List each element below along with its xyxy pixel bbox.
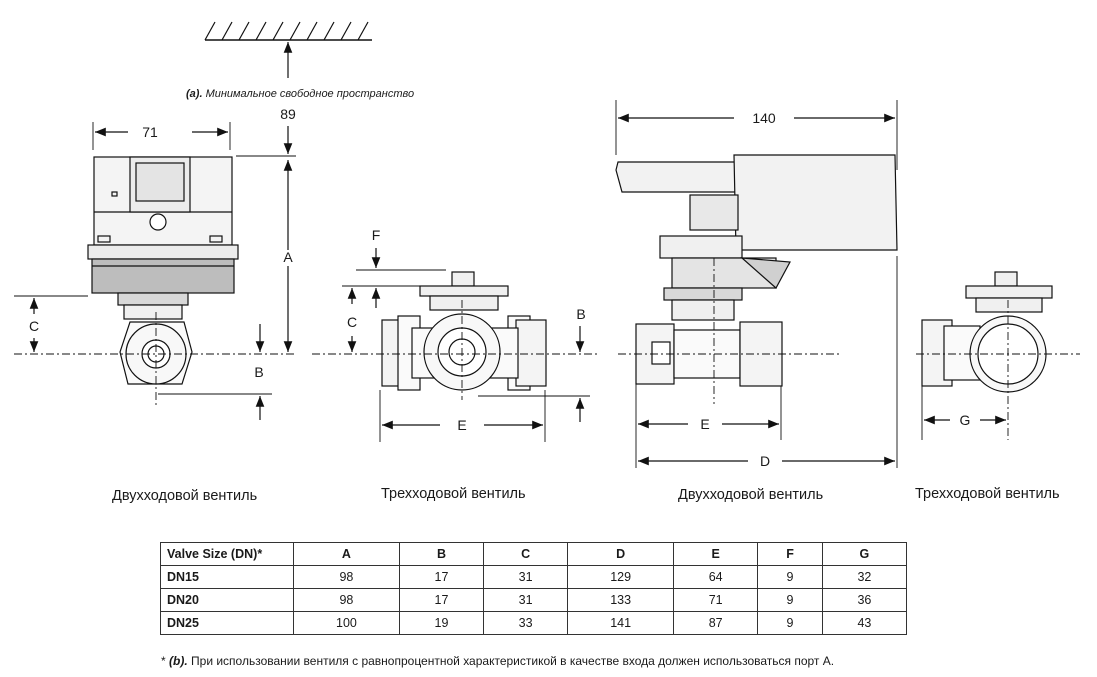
ceiling-hatch [204, 21, 372, 78]
table-header-cell: E [673, 542, 759, 566]
table-row: DN15 98 17 31 129 64 9 32 [160, 565, 908, 589]
footnote-star: * [161, 654, 166, 668]
table-cell: 9 [757, 588, 823, 612]
min-free-space-note: (a). Минимальное свободное пространство [186, 88, 414, 100]
dim-b-label-1: B [254, 364, 263, 380]
caption-two-way-valve-2: Двухходовой вентиль [678, 487, 824, 503]
dim-89-label: 89 [280, 106, 296, 122]
footnote: * (b). При использовании вентиля с равно… [161, 654, 834, 668]
dim-e-label-1: E [457, 417, 466, 433]
table-cell: 31 [483, 588, 569, 612]
dim-c-label-2: C [347, 314, 357, 330]
dim-a-label: A [283, 249, 293, 265]
table-header-cell: B [398, 542, 485, 566]
dim-71-label: 71 [142, 124, 158, 140]
caption-two-way-valve-1: Двухходовой вентиль [112, 488, 258, 504]
table-header-cell: D [567, 542, 675, 566]
dim-140-label: 140 [752, 110, 776, 126]
table-cell: 133 [567, 588, 675, 612]
dim-c-label-1: C [29, 318, 39, 334]
table-cell: DN20 [160, 588, 294, 612]
table-cell: 32 [821, 565, 908, 589]
table-cell: 9 [757, 565, 823, 589]
caption-three-way-valve-2: Трехходовой вентиль [915, 486, 1060, 502]
table-header-cell: C [483, 542, 569, 566]
table-header-cell: G [821, 542, 908, 566]
table-cell: 17 [398, 565, 485, 589]
two-way-valve-side [615, 100, 898, 468]
table-cell: 98 [293, 588, 400, 612]
table-cell: 17 [398, 588, 485, 612]
table-cell: 129 [567, 565, 675, 589]
footnote-marker: (b). [169, 654, 188, 668]
table-cell: DN25 [160, 611, 294, 635]
footnote-text: При использовании вентиля с равнопроцент… [191, 654, 835, 668]
dim-g-label: G [960, 412, 971, 428]
table-cell: 36 [821, 588, 908, 612]
table-cell: 141 [567, 611, 675, 635]
table-cell: 71 [673, 588, 759, 612]
table-cell: 98 [293, 565, 400, 589]
table-header-cell: A [293, 542, 400, 566]
table-cell: 9 [757, 611, 823, 635]
table-cell: 64 [673, 565, 759, 589]
valve-dimension-drawing: 71 89 A C B F C B E 140 E D G [14, 21, 1080, 469]
three-way-valve-side [916, 271, 1080, 440]
table-cell: 33 [483, 611, 569, 635]
table-cell: DN15 [160, 565, 294, 589]
dim-f-label: F [372, 227, 381, 243]
table-cell: 19 [398, 611, 485, 635]
caption-three-way-valve-1: Трехходовой вентиль [381, 486, 526, 502]
three-way-valve-front [312, 248, 598, 442]
table-header-cell: Valve Size (DN)* [160, 542, 294, 566]
dim-b-label-2: B [576, 306, 585, 322]
table-cell: 43 [821, 611, 908, 635]
table-row: DN25 100 19 33 141 87 9 43 [160, 611, 908, 635]
dim-d-label: D [760, 453, 770, 469]
table-cell: 100 [293, 611, 400, 635]
table-header-row: Valve Size (DN)* A B C D E F G [160, 542, 908, 566]
table-row: DN20 98 17 31 133 71 9 36 [160, 588, 908, 612]
dim-e-label-2: E [700, 416, 709, 432]
two-way-valve-front [14, 122, 296, 420]
table-cell: 87 [673, 611, 759, 635]
table-header-cell: F [757, 542, 823, 566]
dimensions-table: Valve Size (DN)* A B C D E F G DN15 98 1… [160, 542, 908, 635]
note-marker: (a). [186, 88, 203, 100]
table-cell: 31 [483, 565, 569, 589]
note-text: Минимальное свободное пространство [205, 88, 415, 100]
